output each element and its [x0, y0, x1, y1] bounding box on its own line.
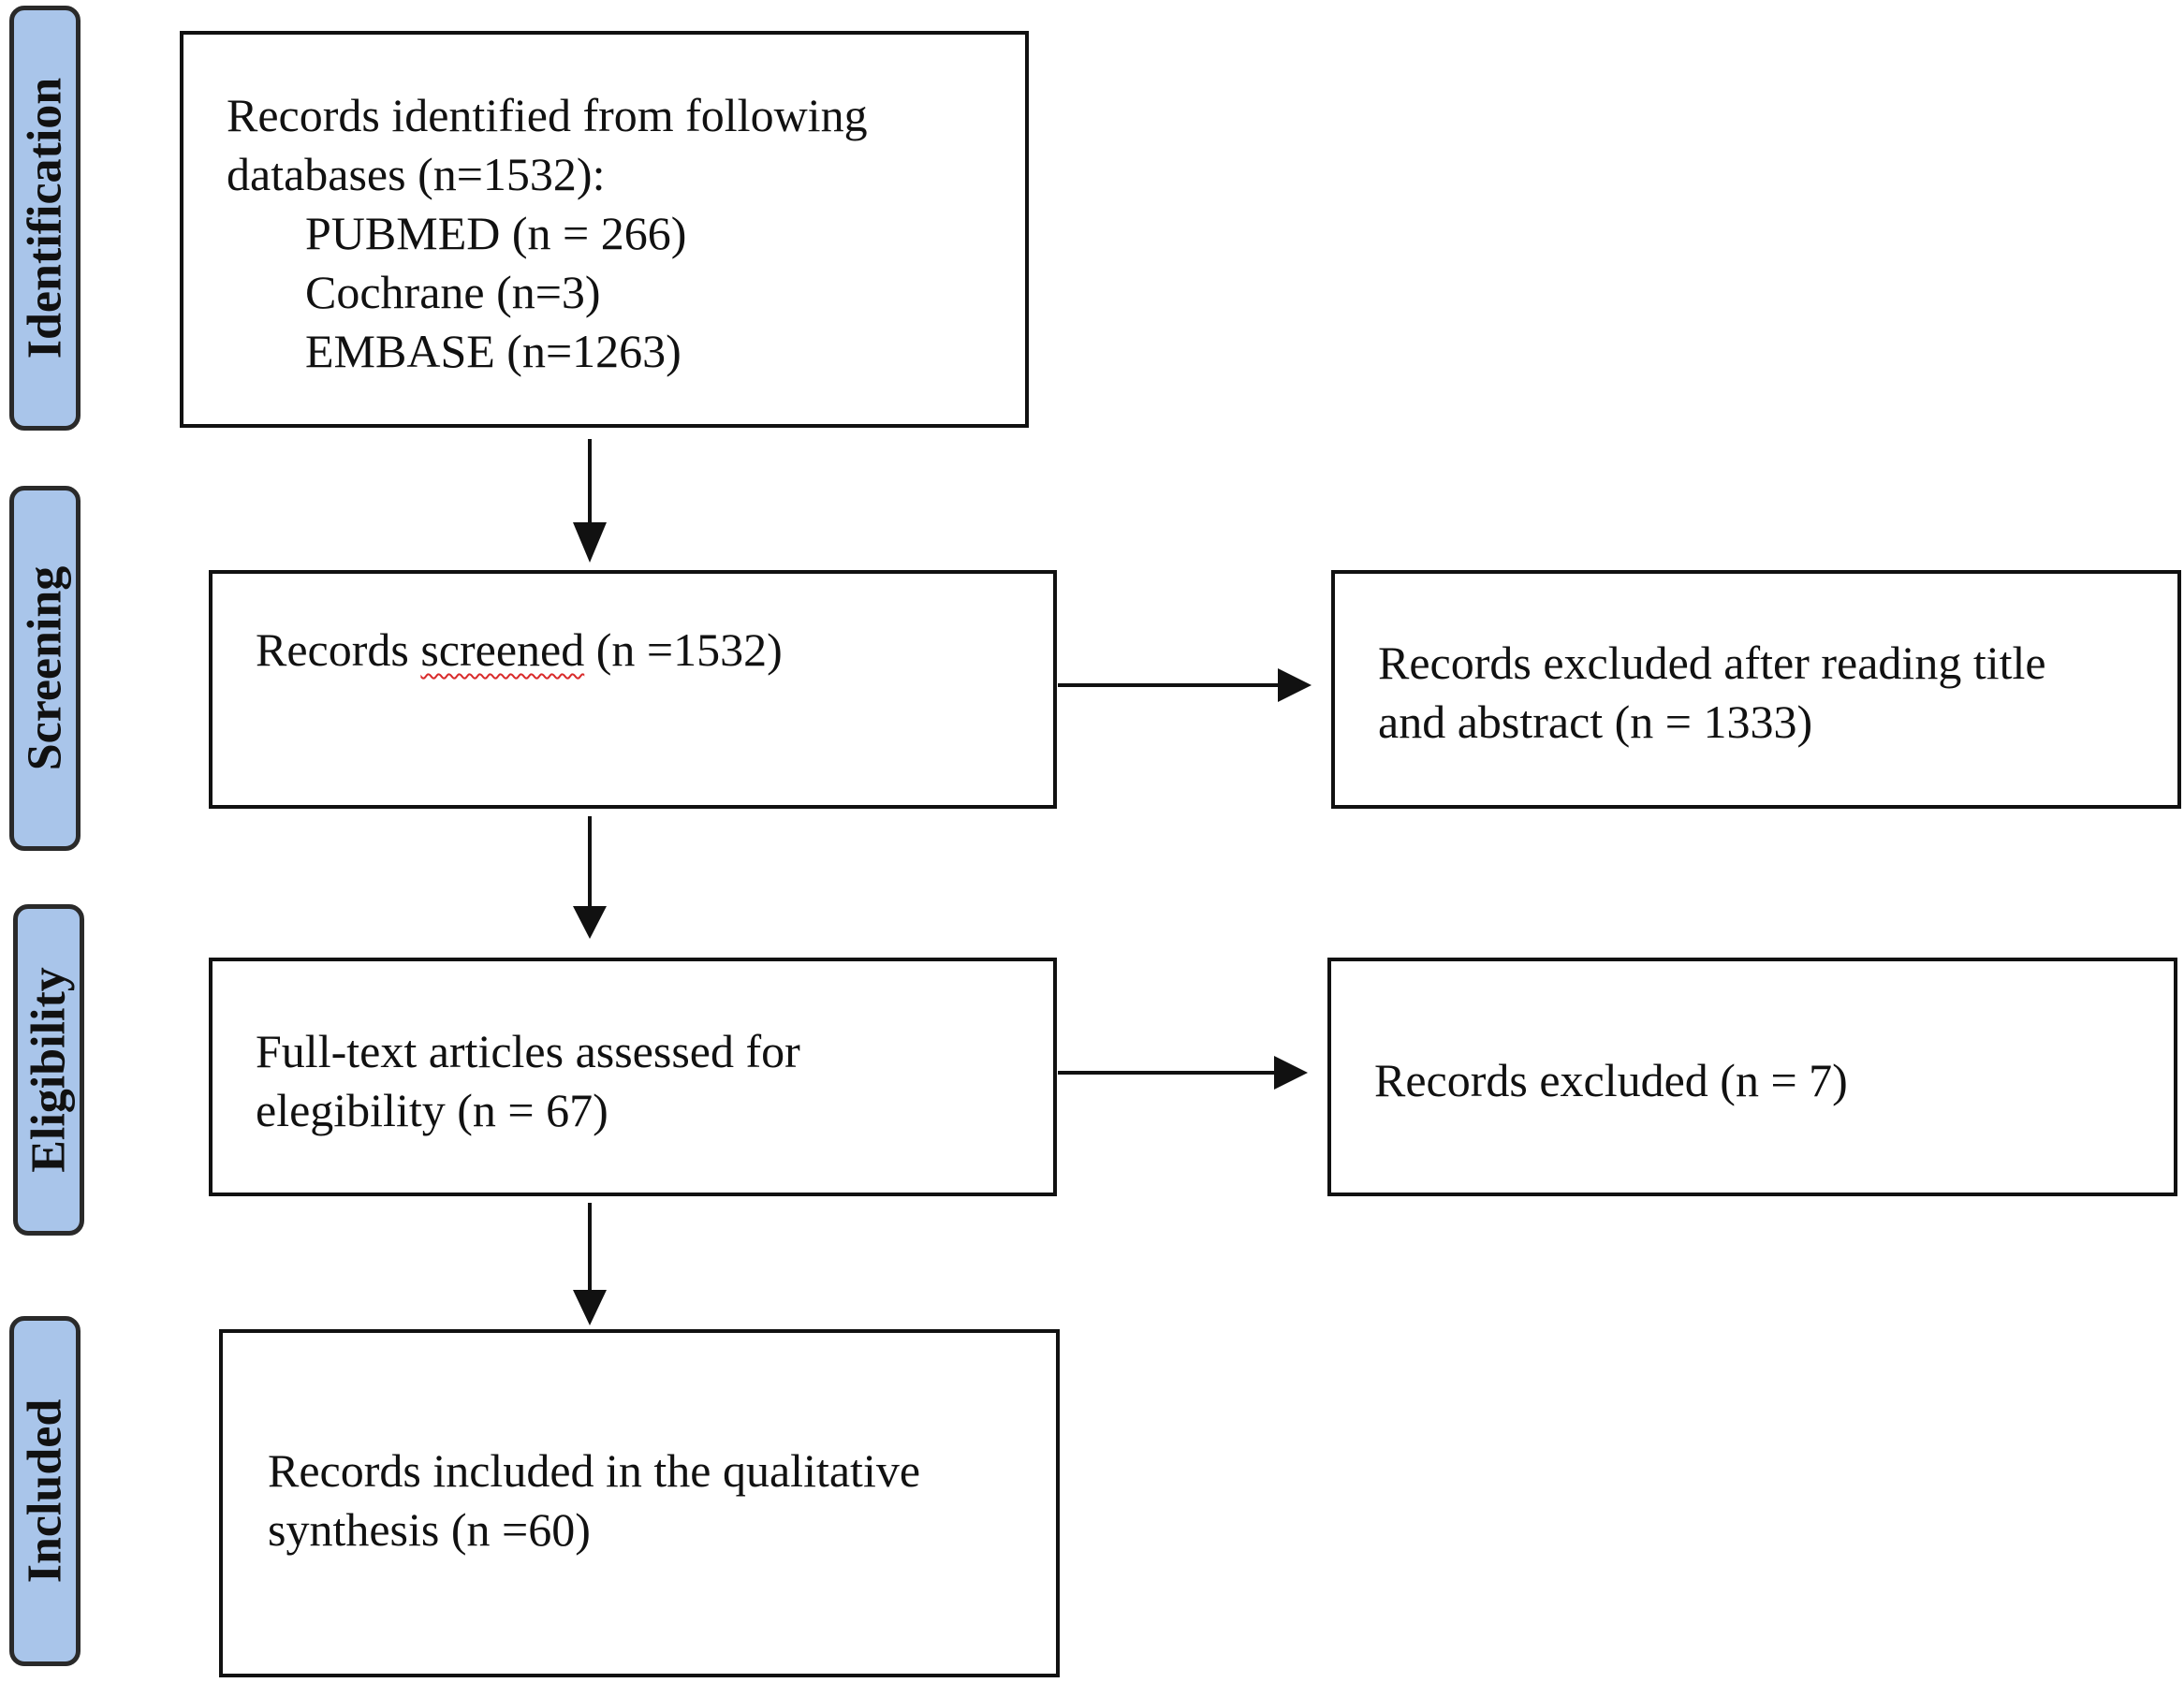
stage-included: Included: [9, 1316, 81, 1666]
records-excluded-text: Records excluded (n = 7): [1374, 1051, 1848, 1110]
records-excluded-title-abstract-line2: and abstract (n = 1333): [1378, 695, 1813, 748]
records-screened-count: (n =1532): [584, 623, 783, 676]
records-included-box: Records included in the qualitative synt…: [219, 1329, 1060, 1677]
records-included-line1: Records included in the qualitative: [268, 1444, 921, 1497]
arrowhead-screening-to-eligibility: [573, 906, 607, 939]
stage-screening: Screening: [9, 486, 81, 851]
records-screened-box: Records screened (n =1532): [209, 570, 1057, 809]
identification-intro-line2: databases (n=1532):: [227, 148, 606, 200]
records-excluded-box: Records excluded (n = 7): [1327, 958, 2177, 1196]
arrowhead-screening-to-excluded: [1278, 668, 1312, 702]
stage-identification: Identification: [9, 6, 81, 431]
database-pubmed: PUBMED (n = 266): [305, 207, 687, 259]
full-text-assessed-line2: elegibility (n = 67): [256, 1084, 608, 1136]
full-text-assessed-line1: Full-text articles assessed for: [256, 1025, 800, 1077]
database-cochrane: Cochrane (n=3): [305, 266, 601, 318]
records-excluded-line: Records excluded (n = 7): [1374, 1054, 1848, 1106]
full-text-assessed-box: Full-text articles assessed for elegibil…: [209, 958, 1057, 1196]
full-text-assessed-text: Full-text articles assessed for elegibil…: [256, 1022, 800, 1140]
arrowhead-eligibility-to-included: [573, 1290, 607, 1325]
records-included-line2: synthesis (n =60): [268, 1503, 591, 1556]
records-excluded-title-abstract-text: Records excluded after reading title and…: [1378, 634, 2046, 752]
database-embase: EMBASE (n=1263): [305, 325, 682, 377]
records-screened-keyword: screened: [420, 623, 585, 676]
arrowhead-identification-to-screening: [573, 522, 607, 563]
identification-box: Records identified from following databa…: [180, 31, 1029, 428]
arrowhead-eligibility-to-excluded: [1274, 1056, 1308, 1090]
identification-intro-line1: Records identified from following: [227, 89, 868, 141]
records-excluded-title-abstract-line1: Records excluded after reading title: [1378, 637, 2046, 689]
records-screened-prefix: Records: [256, 623, 421, 676]
records-included-text: Records included in the qualitative synt…: [268, 1442, 920, 1559]
stage-eligibility: Eligibility: [13, 904, 84, 1236]
records-screened-text: Records screened (n =1532): [256, 621, 783, 680]
identification-text: Records identified from following databa…: [227, 86, 868, 381]
records-excluded-title-abstract-box: Records excluded after reading title and…: [1331, 570, 2181, 809]
